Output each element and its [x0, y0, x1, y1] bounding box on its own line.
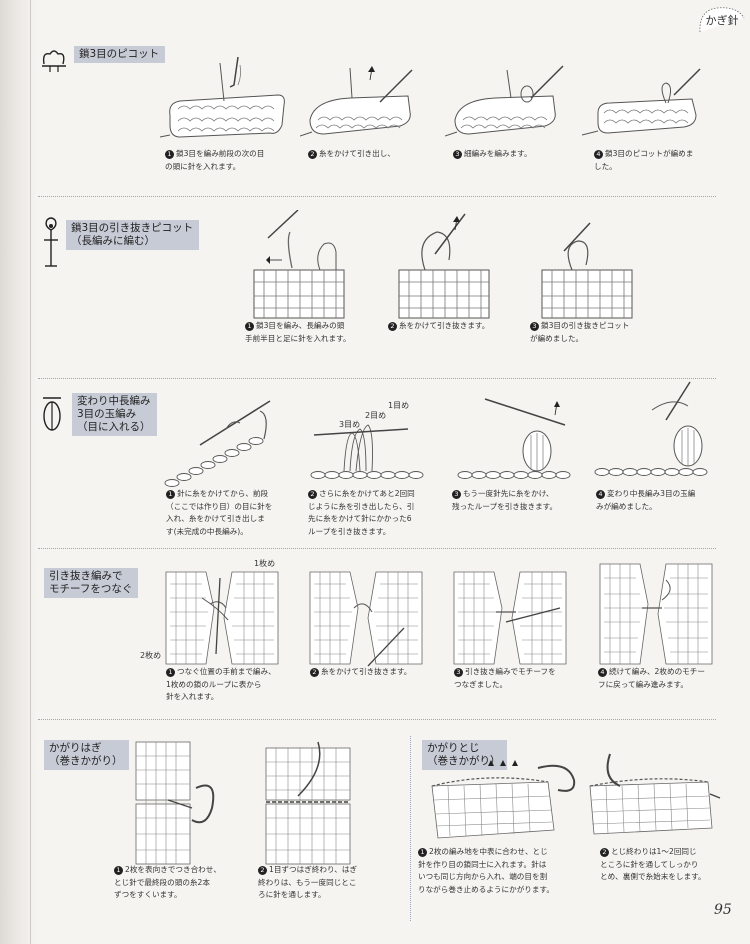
- slip-picot-symbol-icon: [44, 217, 58, 267]
- puff-step-4-illustration: [594, 381, 708, 476]
- column-divider: [410, 736, 411, 921]
- picot-step-3-illustration: [445, 65, 564, 137]
- join-step-4-illustration: [599, 563, 713, 665]
- whip-seam-step-2-illustration: [265, 741, 351, 865]
- motif-label-first: 1枚め: [254, 559, 276, 568]
- binding-gutter: [0, 0, 38, 944]
- picot-step-4-illustration: [581, 68, 701, 136]
- picot-3-symbol-icon: [42, 50, 66, 72]
- whip-stitch-step-1-illustration: [431, 760, 576, 839]
- picot-step-2-illustration: [300, 66, 413, 137]
- section-title-picot: 鎖3目のピコット: [74, 46, 166, 63]
- slip-picot-step-1-illustration: [253, 210, 345, 319]
- join-step-3-illustration: [453, 571, 567, 665]
- section-divider: [38, 196, 716, 197]
- whip-seam-step-1-illustration: [135, 741, 215, 865]
- section-title-slip-picot: 鎖3目の引き抜きピコット （長編みに編む）: [66, 220, 200, 250]
- puff-step-1-illustration: [164, 400, 271, 487]
- puff-step-3-illustration: [457, 398, 571, 479]
- slip-picot-step-3-illustration: [541, 222, 633, 319]
- puff-label-loop-3: 3目め: [339, 420, 361, 429]
- puff-step-2-illustration: [310, 424, 424, 479]
- category-tag-label: かぎ針: [705, 14, 739, 27]
- join-step-2-illustration: [309, 571, 423, 667]
- section-divider: [38, 378, 716, 379]
- motif-label-second: 2枚め: [140, 651, 162, 660]
- puff-stitch-symbol-icon: [43, 397, 61, 431]
- page-edge: [30, 0, 31, 944]
- section-title-join-motif: 引き抜き編みで モチーフをつなぐ: [44, 568, 139, 598]
- section-title-puff-stitch: 変わり中長編み 3目の玉編み （目に入れる）: [72, 393, 157, 436]
- picot-step-1-illustration: [159, 56, 285, 138]
- category-tag: かぎ針: [697, 4, 747, 36]
- section-title-whip-seam: かがりはぎ （巻きかがり）: [44, 740, 129, 770]
- section-divider: [38, 719, 716, 720]
- slip-picot-step-2-illustration: [398, 213, 490, 319]
- puff-label-loop-1: 1目め: [388, 401, 410, 410]
- puff-label-loop-2: 2目め: [365, 411, 387, 420]
- page-number: 95: [714, 902, 732, 918]
- join-step-1-illustration: [165, 571, 279, 665]
- section-divider: [38, 548, 716, 549]
- whip-stitch-step-2-illustration: [589, 753, 721, 835]
